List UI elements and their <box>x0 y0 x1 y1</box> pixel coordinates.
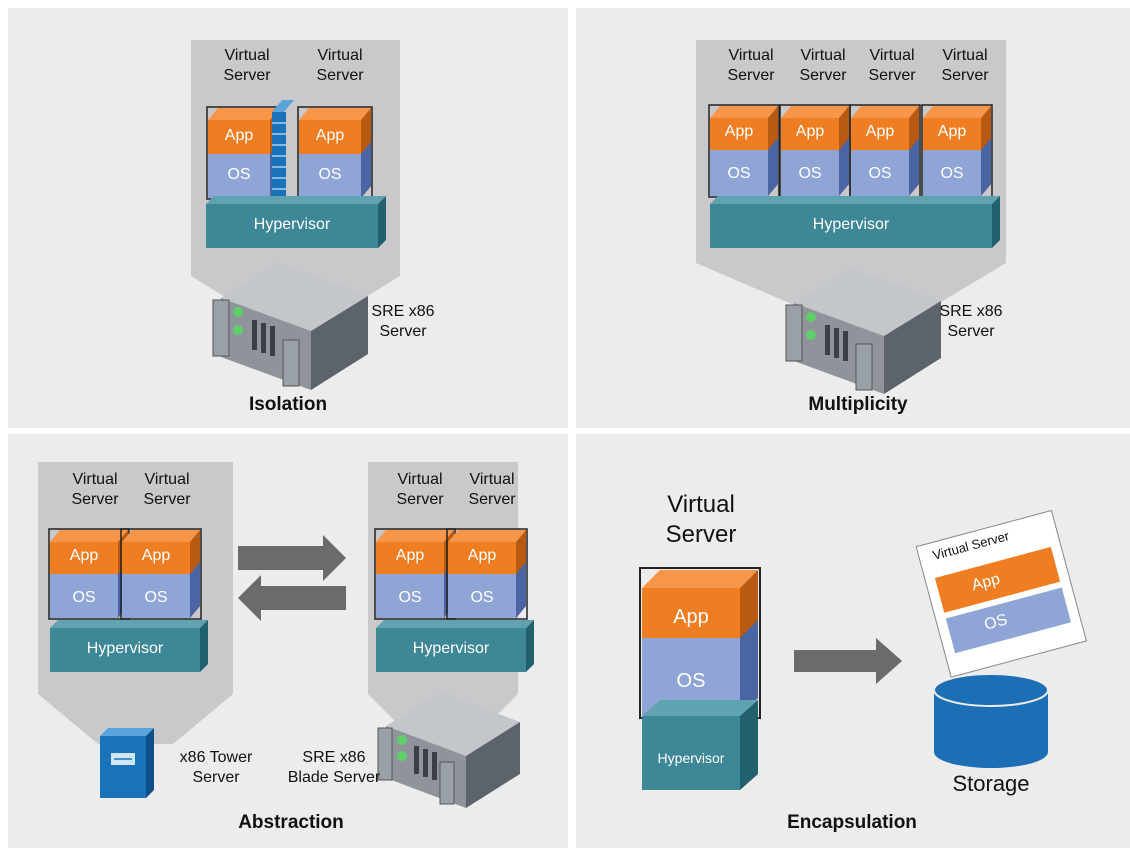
app-label: App <box>141 547 171 564</box>
os-label: OS <box>227 166 251 183</box>
virtual-server-label: Virtual Server <box>868 47 916 84</box>
virtual-server-label: Virtual Server <box>71 471 119 508</box>
virtual-server-label: Virtual Server <box>468 471 516 508</box>
os-label: OS <box>676 670 706 692</box>
app-block <box>781 118 839 150</box>
hypervisor-block <box>376 628 526 672</box>
virtual-server-label: Virtual Server <box>143 471 191 508</box>
virtual-server-label: Virtual Server <box>727 47 775 84</box>
abstraction-diagram <box>38 462 534 808</box>
app-block <box>642 588 740 638</box>
multiplicity-panel: Virtual Server Virtual Server Virtual Se… <box>576 8 1130 428</box>
virtual-server-label: Virtual Server <box>941 47 989 84</box>
server-icon <box>377 692 520 808</box>
hypervisor-block <box>642 716 740 790</box>
virtual-server-label: Virtual Server <box>799 47 847 84</box>
virtual-server-card <box>915 509 1088 678</box>
encapsulation-panel: Virtual Server App OS Hypervisor Virtual… <box>576 434 1130 848</box>
hypervisor-label: Hypervisor <box>253 216 331 233</box>
hypervisor-label: Hypervisor <box>812 216 890 233</box>
encapsulation-diagram <box>639 509 1088 790</box>
app-label: App <box>467 547 497 564</box>
tower-server-icon <box>100 728 154 798</box>
hypervisor-label: Hypervisor <box>657 750 725 766</box>
app-block <box>376 542 444 574</box>
app-block <box>923 118 981 150</box>
os-block <box>710 150 768 196</box>
os-block <box>923 150 981 196</box>
server-label: SRE x86 Server <box>371 303 435 340</box>
os-block <box>50 574 118 618</box>
app-block <box>50 542 118 574</box>
app-label: App <box>315 127 345 144</box>
app-label: App <box>865 123 895 140</box>
app-label: App <box>937 123 967 140</box>
server-icon <box>785 268 941 394</box>
panel-title: Isolation <box>248 394 328 415</box>
isolation-panel: Virtual Server Virtual Server App OS App… <box>8 8 568 428</box>
panel-title: Multiplicity <box>808 394 908 415</box>
os-label: OS <box>798 165 822 182</box>
isolation-diagram <box>191 40 400 390</box>
os-label: OS <box>727 165 751 182</box>
virtual-server-label: Virtual Server <box>665 491 737 548</box>
os-block <box>208 154 270 198</box>
app-label: App <box>795 123 825 140</box>
arrow-right-icon <box>794 638 902 684</box>
app-label: App <box>224 127 254 144</box>
server-label: SRE x86 Server <box>939 303 1003 340</box>
os-block <box>851 150 909 196</box>
os-label: OS <box>868 165 892 182</box>
app-label: App <box>673 606 709 628</box>
arrow-right-icon <box>238 535 346 581</box>
virtual-server-label: Virtual Server <box>316 47 364 84</box>
app-block <box>710 118 768 150</box>
os-label: OS <box>72 589 96 606</box>
app-label: App <box>395 547 425 564</box>
os-label: OS <box>470 589 494 606</box>
hypervisor-label: Hypervisor <box>412 640 490 657</box>
server-icon <box>212 263 368 390</box>
os-label: OS <box>144 589 168 606</box>
virtual-server-label: Virtual Server <box>396 471 444 508</box>
os-label: OS <box>398 589 422 606</box>
hypervisor-block <box>710 204 992 248</box>
abstraction-panel: Virtual Server Virtual Server App App OS… <box>8 434 568 848</box>
app-label: App <box>69 547 99 564</box>
app-block <box>299 120 361 154</box>
os-block <box>781 150 839 196</box>
multiplicity-diagram <box>696 40 1006 394</box>
app-block <box>851 118 909 150</box>
virtual-server-label: Virtual Server <box>223 47 271 84</box>
app-block <box>122 542 190 574</box>
arrow-left-icon <box>238 575 346 621</box>
os-label: OS <box>318 166 342 183</box>
storage-label: Storage <box>952 771 1030 796</box>
os-block <box>122 574 190 618</box>
firewall-top <box>272 100 294 112</box>
app-block <box>208 120 270 154</box>
hypervisor-block <box>206 204 378 248</box>
storage-icon <box>933 673 1049 768</box>
panel-title: Abstraction <box>238 812 344 833</box>
os-block <box>448 574 516 618</box>
panel-title: Encapsulation <box>787 812 917 833</box>
hypervisor-block <box>50 628 200 672</box>
app-block <box>448 542 516 574</box>
app-label: App <box>724 123 754 140</box>
vm-top <box>208 108 280 120</box>
os-label: OS <box>940 165 964 182</box>
blade-server-label: SRE x86 Blade Server <box>287 749 381 786</box>
tower-server-label: x86 Tower Server <box>179 749 253 786</box>
os-block <box>376 574 444 618</box>
os-block <box>299 154 361 198</box>
hypervisor-label: Hypervisor <box>86 640 164 657</box>
